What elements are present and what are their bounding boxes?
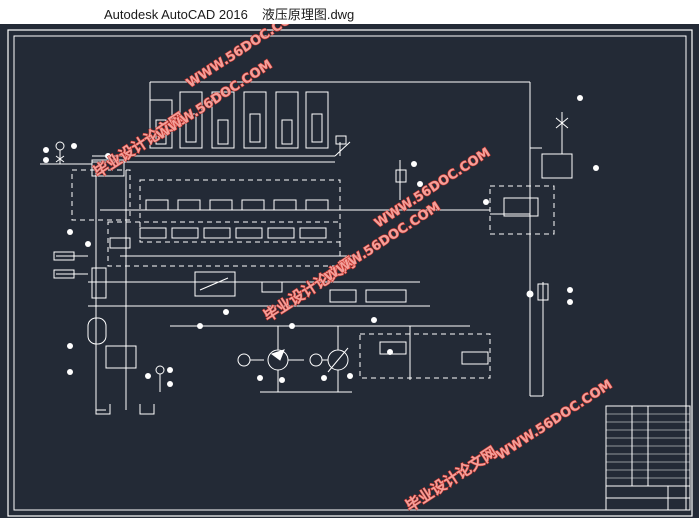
valve-row-1	[145, 199, 329, 211]
pump-motor-group	[237, 326, 352, 393]
drawing-inner-border	[13, 35, 687, 511]
window-title: Autodesk AutoCAD 2016 液压原理图.dwg	[104, 4, 354, 23]
cylinder-bank	[149, 91, 329, 149]
file-name: 液压原理图.dwg	[261, 7, 355, 22]
right-directional-valve	[503, 197, 539, 217]
balloon-markers	[43, 95, 599, 387]
left-filter	[91, 267, 107, 299]
accumulator	[87, 317, 107, 345]
drawing-canvas[interactable]: 毕业设计论文网 WWW.56DOC.COM WWW.56DOC.COM 毕业设计…	[0, 24, 699, 518]
middle-valve	[194, 271, 236, 297]
watermark-layer: 毕业设计论文网 WWW.56DOC.COM WWW.56DOC.COM 毕业设计…	[90, 24, 616, 516]
relief-block	[105, 345, 137, 369]
valve-row-2	[109, 227, 327, 249]
hydraulic-schematic: 毕业设计论文网 WWW.56DOC.COM WWW.56DOC.COM 毕业设计…	[7, 24, 693, 517]
app-title: Autodesk AutoCAD 2016	[104, 7, 248, 22]
top-left-valve	[91, 159, 125, 177]
window-titlebar: Autodesk AutoCAD 2016 液压原理图.dwg	[0, 0, 699, 24]
watermark-url-5: WWW.56DOC.COM	[494, 377, 615, 463]
right-relief-valve	[541, 153, 573, 179]
drawing-border	[7, 29, 693, 517]
watermark-cn-3: 毕业设计论文网	[402, 443, 500, 515]
title-block	[605, 405, 691, 511]
